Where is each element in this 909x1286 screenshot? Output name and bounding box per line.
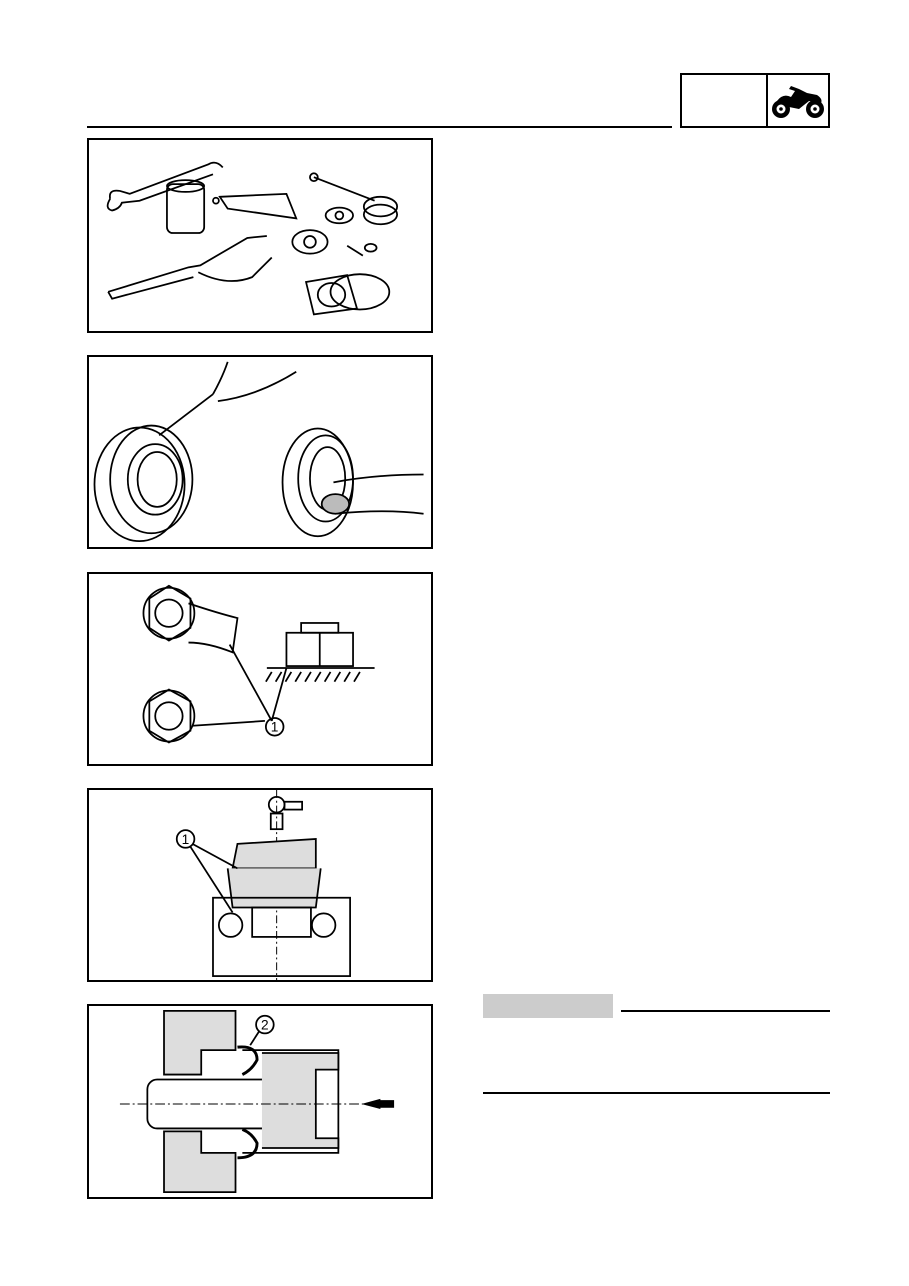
note-body <box>483 1020 830 1088</box>
section-header-box <box>680 73 830 128</box>
motorcycle-icon <box>768 75 828 126</box>
figure-oil-seal-installation: 2 <box>87 1004 433 1199</box>
note-rule-top <box>621 1010 830 1012</box>
header-rule <box>87 126 672 128</box>
figure-tools <box>87 138 433 333</box>
note-label <box>483 994 613 1018</box>
note-rule-bottom <box>483 1092 830 1094</box>
callout-1: 1 <box>271 720 279 735</box>
figure-bearing-installation: 1 <box>87 788 433 982</box>
callout-1: 1 <box>182 832 190 847</box>
figure-bearing-seal-inspection <box>87 355 433 549</box>
section-title-cell <box>682 75 768 126</box>
figure-lock-nut-staking: 1 <box>87 572 433 766</box>
callout-2: 2 <box>261 1018 269 1033</box>
